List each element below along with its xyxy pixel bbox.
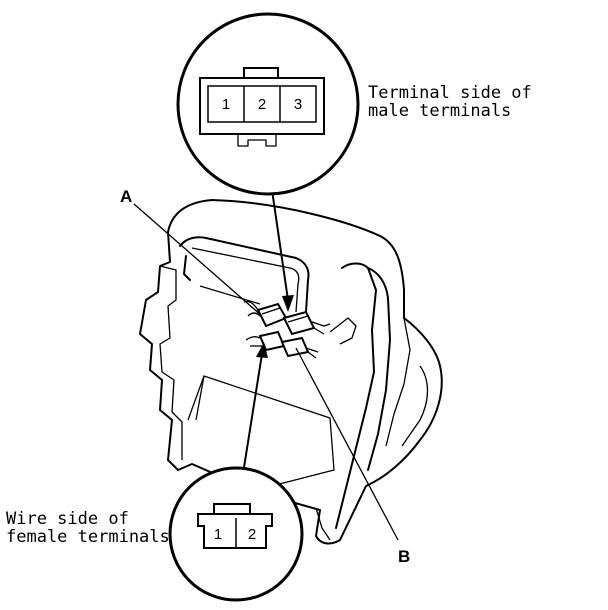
callout-a: A bbox=[120, 187, 132, 206]
female-housing bbox=[197, 513, 273, 549]
seat-back-illustration bbox=[139, 199, 443, 545]
male-connector-view: 1 2 3 bbox=[176, 12, 360, 196]
male-connector-arrowhead bbox=[282, 295, 294, 312]
female-pin-2: 2 bbox=[248, 526, 256, 543]
callout-b-leader bbox=[295, 347, 399, 541]
male-pin-1: 1 bbox=[222, 96, 230, 113]
male-caption-line2: male terminals bbox=[368, 101, 511, 121]
callout-b: B bbox=[398, 547, 410, 566]
female-connector-arrowhead bbox=[256, 342, 268, 358]
female-caption-line2: female terminals bbox=[6, 527, 170, 547]
male-pin-2: 2 bbox=[258, 96, 266, 113]
male-connector-arrow bbox=[271, 189, 289, 301]
female-connector-arrow bbox=[241, 353, 263, 481]
female-caption-line1: Wire side of bbox=[6, 509, 129, 529]
callout-a-leader bbox=[133, 203, 263, 317]
male-caption-line1: Terminal side of bbox=[368, 83, 532, 103]
female-connector-view: 1 2 bbox=[168, 466, 304, 602]
leader-lines bbox=[133, 189, 399, 541]
female-lock-tab bbox=[213, 503, 251, 515]
connector-harness bbox=[243, 300, 331, 359]
male-pin-3: 3 bbox=[294, 96, 302, 113]
female-pin-1: 1 bbox=[214, 526, 222, 543]
male-lock-tab bbox=[243, 67, 279, 79]
